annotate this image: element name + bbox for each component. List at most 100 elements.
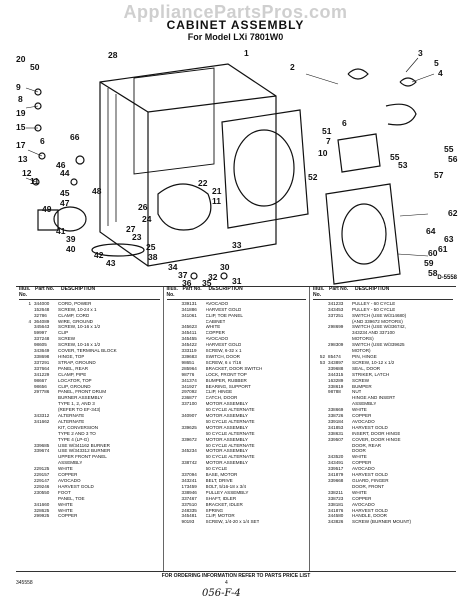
- callout-number: 41: [56, 226, 66, 236]
- part-description: SCREW: [58, 336, 76, 342]
- callout-number: 39: [66, 234, 76, 244]
- part-description: BOLT, 5/16-18 x 3/4: [205, 483, 247, 489]
- table-row: ASSEMBLY: [313, 401, 453, 407]
- table-row: TYPE 4 (LP-G): [19, 437, 160, 443]
- part-number: 229125: [34, 466, 50, 472]
- part-number: 339625: [181, 424, 197, 430]
- part-number: 337291: [34, 359, 50, 365]
- part-number: 98667: [34, 377, 47, 383]
- part-number: 338211: [328, 489, 344, 495]
- page-subtitle: For Model LXi 7801W0: [187, 32, 284, 42]
- table-row: 337291 STRAP, GROUND: [19, 360, 160, 366]
- part-description: NUT: [352, 389, 362, 395]
- part-number: 98651: [181, 359, 195, 365]
- part-number: 152648: [34, 306, 50, 312]
- part-number: 298699: [328, 324, 344, 330]
- part-description: PANEL, FRONT DRUM: [58, 389, 107, 395]
- table-header: Illus. No. Part No. DESCRIPTION: [313, 286, 453, 300]
- part-description: WHITE: [352, 454, 367, 460]
- part-description: CLIP, TOE PANEL: [205, 312, 243, 318]
- part-description: CORD, POWER: [58, 300, 92, 306]
- part-description: WHITE: [352, 407, 367, 413]
- part-number: 345234: [181, 448, 197, 454]
- part-number: 345422: [181, 342, 197, 348]
- cabinet-frame: [99, 63, 277, 267]
- illus-number: 1: [28, 300, 31, 306]
- header-desc: DESCRIPTION: [355, 286, 390, 292]
- table-row: DOOR: [313, 448, 453, 454]
- part-number: 229157: [34, 472, 50, 478]
- part-description: HARVEST GOLD: [58, 483, 94, 489]
- part-description: COPPER: [58, 513, 78, 519]
- part-description: DOOR, REAR: [352, 442, 382, 448]
- part-description: FOOT: [58, 489, 71, 495]
- part-number: 341927: [181, 383, 197, 389]
- table-row: 60 CYCLE ALTERNATE: [167, 419, 307, 425]
- callout-number: 49: [42, 204, 52, 214]
- part-description: COPPER: [205, 330, 225, 336]
- table-row: MOTORS): [313, 336, 453, 342]
- part-number: 338946: [181, 489, 197, 495]
- part-description: HINGE, TOP: [58, 353, 85, 359]
- part-description: 60 CYCLE ALTERNATE: [205, 407, 255, 413]
- part-description: INSERT, DOOR HINGE: [352, 430, 401, 436]
- callout-number: 42: [94, 250, 104, 260]
- callout-number: 52: [308, 172, 318, 182]
- part-number: 337094: [181, 472, 197, 478]
- table-row: MOTOR): [313, 348, 453, 354]
- part-description: KIT, CONVERSION: [58, 424, 99, 430]
- part-number: 340907: [181, 413, 197, 419]
- table-row: DOOR, FRONT: [313, 484, 453, 490]
- part-number: 344580: [328, 513, 344, 519]
- part-number: 339507: [328, 436, 344, 442]
- callout-number: 32: [208, 272, 218, 282]
- callout-number: 9: [16, 82, 21, 92]
- part-number: 297786: [34, 389, 50, 395]
- part-description: BASE, MOTOR: [205, 472, 238, 478]
- part-number: 343826: [328, 519, 344, 525]
- callout-number: 4: [438, 68, 443, 78]
- part-description: AVOCADO: [352, 418, 375, 424]
- illus-number: [167, 519, 182, 525]
- part-description: LOCATOR, TOP: [58, 377, 92, 383]
- part-description: (REFER TO EF-343): [58, 407, 101, 413]
- part-number: 339688: [328, 365, 344, 371]
- part-number: 338631: [328, 430, 344, 436]
- part-description: MOTORS): [352, 336, 374, 342]
- part-description: STRAP, GROUND: [58, 359, 96, 365]
- part-number: 337100: [181, 401, 197, 407]
- part-number: 328625: [34, 507, 50, 513]
- callout-number: 63: [444, 234, 454, 244]
- part-description: AVOCADO: [205, 300, 229, 306]
- motor: [53, 206, 87, 232]
- callout-number: 37: [178, 270, 188, 280]
- part-number: 163289: [328, 377, 344, 383]
- part-number: 343491: [328, 460, 344, 466]
- table-row: TYPE 1, 2, AND 3: [19, 401, 160, 407]
